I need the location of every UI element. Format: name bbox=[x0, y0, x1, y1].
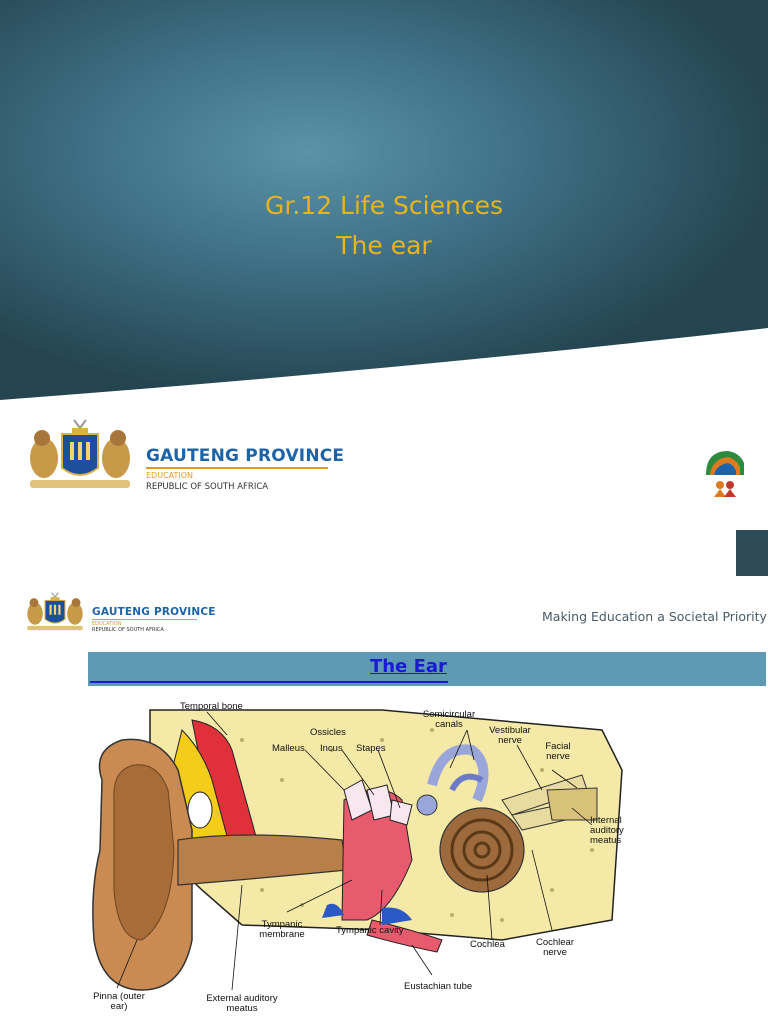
gauteng-province-label-small: GAUTENG PROVINCE bbox=[92, 606, 216, 618]
ear-heading-link[interactable]: The Ear bbox=[370, 656, 447, 677]
republic-label: REPUBLIC OF SOUTH AFRICA bbox=[146, 482, 268, 492]
label-cochlea: Cochlea bbox=[470, 940, 505, 950]
label-vestibular-nerve: Vestibular nerve bbox=[484, 726, 536, 746]
label-malleus: Malleus bbox=[272, 744, 305, 754]
gauteng-province-label: GAUTENG PROVINCE bbox=[146, 446, 344, 466]
education-label: EDUCATION bbox=[146, 471, 193, 480]
label-tympanic-cavity: Tympanic cavity bbox=[336, 926, 404, 936]
ear-anatomy-illustration bbox=[82, 690, 768, 1024]
slide-title: Gr.12 Life Sciences bbox=[0, 188, 768, 224]
label-cochlear-nerve: Cochlear nerve bbox=[532, 938, 578, 958]
republic-label-small: REPUBLIC OF SOUTH AFRICA bbox=[92, 627, 164, 633]
label-ossicles: Ossicles bbox=[310, 728, 346, 738]
education-emblem-icon bbox=[700, 445, 746, 500]
slide-corner-block bbox=[736, 530, 768, 576]
label-external-auditory-meatus: External auditory meatus bbox=[200, 994, 284, 1014]
label-internal-auditory-meatus: Internal auditory meatus bbox=[590, 816, 634, 846]
gauteng-coat-of-arms-icon bbox=[24, 416, 136, 494]
label-facial-nerve: Facial nerve bbox=[540, 742, 576, 762]
label-eustachian-tube: Eustachian tube bbox=[404, 982, 472, 992]
label-semicircular-canals: Semicircular canals bbox=[422, 710, 476, 730]
gauteng-underline bbox=[146, 467, 328, 469]
label-pinna: Pinna (outer ear) bbox=[88, 992, 150, 1012]
label-temporal-bone: Temporal bone bbox=[180, 702, 243, 712]
label-stapes: Stapes bbox=[356, 744, 386, 754]
ear-diagram: Temporal bone Ossicles Malleus Incus Sta… bbox=[82, 690, 768, 1024]
gauteng-underline-small bbox=[92, 619, 197, 620]
slide-subtitle: The ear bbox=[0, 228, 768, 264]
ear-heading-underline bbox=[90, 681, 448, 683]
label-tympanic-membrane: Tympanic membrane bbox=[254, 920, 310, 940]
tagline: Making Education a Societal Priority bbox=[542, 609, 767, 624]
label-incus: Incus bbox=[320, 744, 343, 754]
gauteng-coat-of-arms-icon-small bbox=[24, 589, 86, 635]
